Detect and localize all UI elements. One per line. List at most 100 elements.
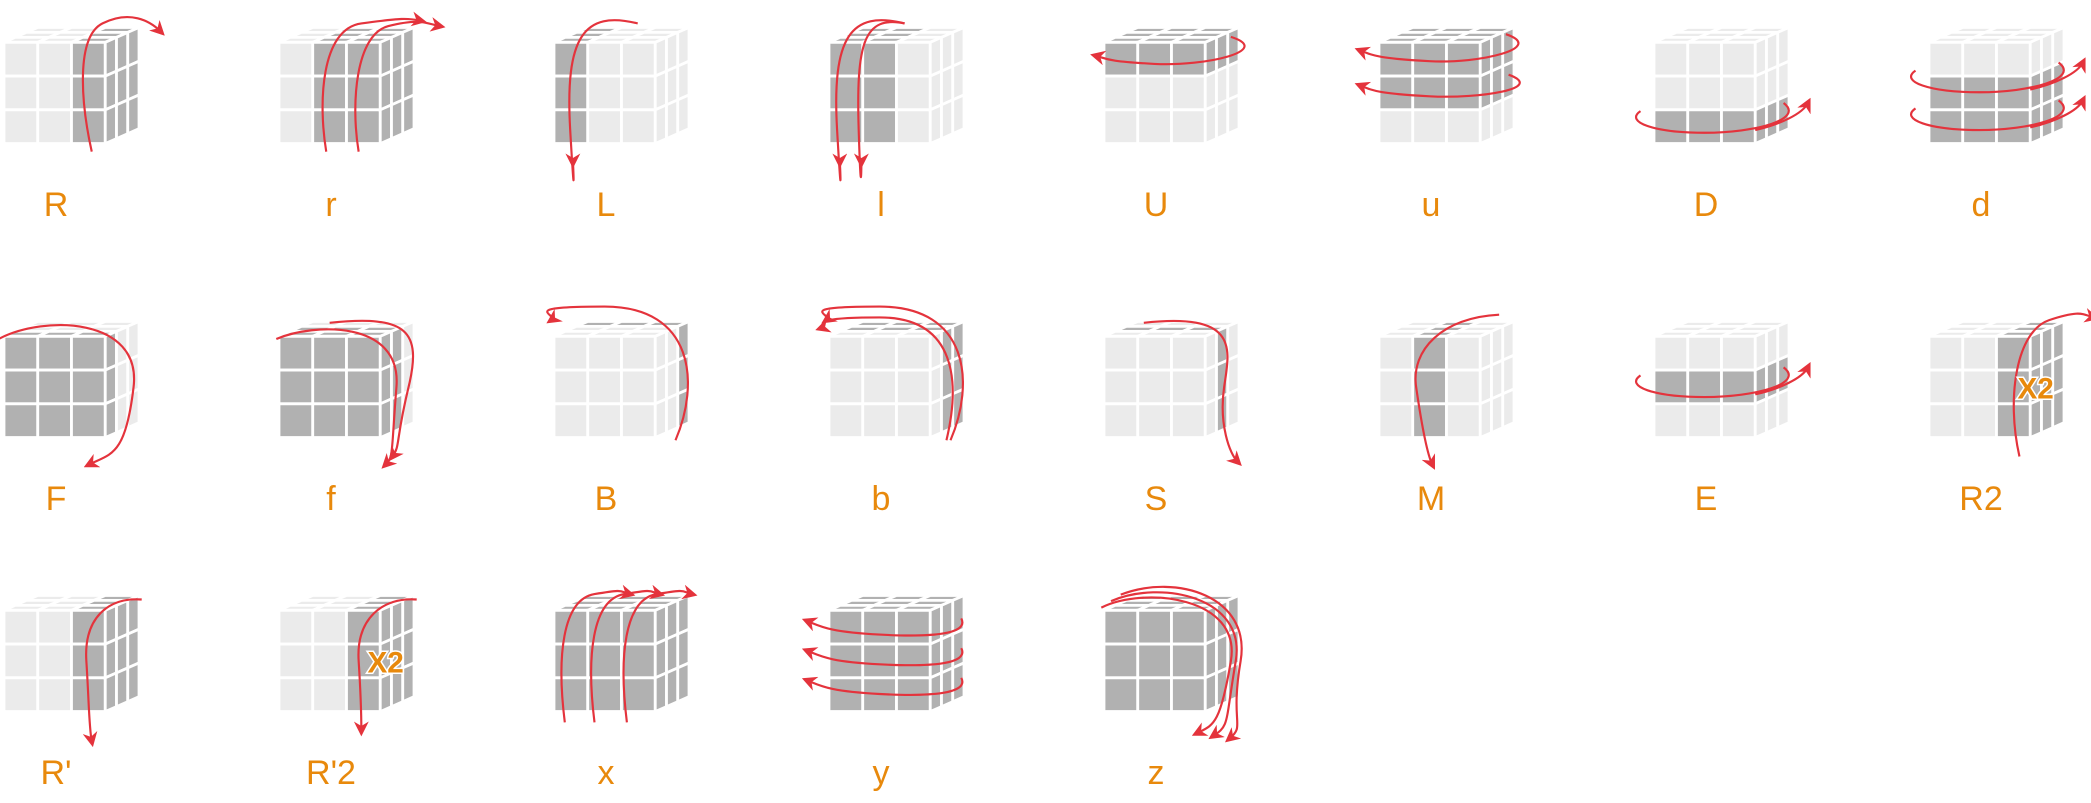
move-f: F — [0, 319, 141, 518]
sticker-front — [1102, 108, 1140, 145]
sticker-front — [827, 334, 865, 372]
sticker-right — [401, 59, 416, 103]
move-r-prime: R' — [2, 593, 142, 792]
sticker-right — [653, 603, 668, 647]
sticker-front — [36, 608, 73, 646]
sticker-front — [2, 642, 40, 680]
sticker-right — [1478, 329, 1493, 373]
sticker-front — [311, 642, 348, 680]
turn-arrow — [821, 305, 964, 441]
sticker-right — [1226, 353, 1241, 397]
sticker-right — [1478, 102, 1493, 146]
move-label: F — [46, 480, 67, 518]
sticker-front — [277, 368, 315, 406]
move-x: x — [552, 584, 698, 792]
sticker-front — [345, 108, 382, 145]
sticker-right — [665, 598, 680, 642]
turn-arrow — [1909, 100, 2083, 132]
sticker-front — [861, 74, 898, 112]
cube-r — [2, 16, 165, 152]
cube-f — [275, 319, 416, 469]
sticker-front — [1652, 368, 1690, 406]
sticker-right — [653, 35, 668, 79]
move-label: M — [1417, 480, 1445, 518]
sticker-right — [126, 25, 141, 69]
sticker-right — [940, 64, 955, 107]
sticker-right — [653, 362, 668, 406]
sticker-right — [378, 362, 393, 406]
sticker-right — [1226, 319, 1241, 363]
sticker-right — [115, 64, 130, 107]
sticker-front — [895, 334, 932, 372]
turn-arrow — [329, 319, 415, 462]
sticker-right — [1203, 329, 1218, 373]
turn-arrow — [354, 17, 446, 152]
sticker-front — [311, 334, 348, 372]
sticker-right — [1490, 391, 1505, 435]
move-label: R2 — [1959, 480, 2002, 518]
sticker-front — [1136, 642, 1173, 680]
sticker-front — [620, 74, 657, 112]
sticker-front — [620, 40, 657, 78]
move-f: f — [275, 319, 416, 518]
sticker-right — [390, 64, 405, 107]
cube-r2: X2 — [1927, 308, 2091, 457]
sticker-right — [126, 627, 141, 671]
sticker-right — [653, 636, 668, 680]
move-label: l — [877, 186, 885, 224]
sticker-front — [277, 108, 315, 145]
sticker-front — [1102, 642, 1140, 680]
sticker-right — [115, 97, 130, 141]
sticker-front — [1652, 108, 1690, 145]
move-b: b — [815, 305, 966, 518]
sticker-front — [277, 608, 315, 646]
sticker-right — [1776, 25, 1791, 69]
sticker-right — [115, 632, 130, 675]
sticker-front — [1652, 334, 1690, 372]
sticker-front — [1102, 402, 1140, 439]
turn-arrow — [1909, 63, 2083, 94]
move-z: z — [1100, 585, 1243, 792]
sticker-front — [70, 334, 107, 372]
sticker-right — [928, 362, 943, 406]
sticker-front — [277, 334, 315, 372]
sticker-front — [861, 108, 898, 145]
sticker-front — [1961, 108, 1998, 145]
sticker-right — [2051, 319, 2066, 363]
sticker-right — [940, 97, 955, 141]
sticker-front — [1170, 334, 1207, 372]
sticker-front — [1961, 368, 1998, 406]
double-turn-badge: X2 — [2017, 372, 2053, 405]
sticker-right — [401, 627, 416, 671]
sticker-right — [1765, 391, 1780, 435]
move-label: S — [1145, 480, 1168, 518]
sticker-front — [36, 74, 73, 112]
sticker-front — [345, 368, 382, 406]
move-label: R — [44, 186, 69, 224]
sticker-right — [1226, 59, 1241, 103]
sticker-right — [103, 603, 118, 647]
sticker-front — [2, 402, 40, 439]
sticker-front — [1377, 334, 1415, 372]
move-label: z — [1148, 754, 1165, 792]
sticker-front — [861, 368, 898, 406]
sticker-front — [277, 676, 315, 713]
sticker-front — [345, 40, 382, 78]
sticker-front — [70, 402, 107, 439]
turn-arrow — [622, 584, 698, 723]
sticker-right — [390, 97, 405, 141]
move-u: U — [1090, 25, 1246, 224]
sticker-right — [126, 92, 141, 136]
sticker-front — [36, 368, 73, 406]
sticker-right — [1490, 324, 1505, 368]
cube-l — [827, 19, 966, 182]
sticker-front — [2, 608, 40, 646]
turn-arrow — [801, 617, 964, 637]
sticker-front — [311, 108, 348, 145]
sticker-right — [653, 396, 668, 440]
sticker-right — [2051, 386, 2066, 430]
sticker-front — [1652, 402, 1690, 439]
sticker-front — [1445, 368, 1482, 406]
sticker-front — [70, 40, 107, 78]
